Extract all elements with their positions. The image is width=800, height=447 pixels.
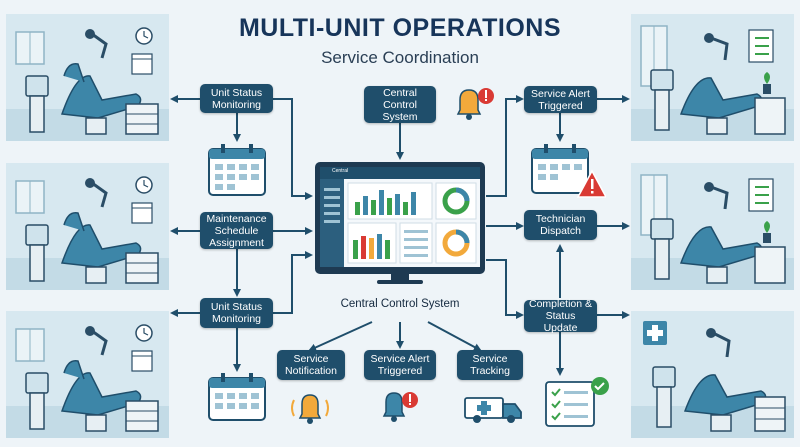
service-tracking-box: Service Tracking [457,350,523,380]
bell-ringing-icon [288,390,332,426]
central-control-caption: Central Control System [340,298,460,310]
service-alert-triggered-bottom-box: Service Alert Triggered [364,350,436,380]
page-subtitle: Service Coordination [321,48,479,67]
completion-status-update-box: Completion & Status Update [524,298,597,334]
bell-alert-icon [380,388,420,424]
calendar-icon [207,143,267,197]
calendar-icon [207,372,267,422]
service-alert-triggered-box: Service Alert Triggered [524,86,597,113]
technician-dispatch-box: Technician Dispatch [524,210,597,240]
calendar-warning-icon [530,143,608,199]
bell-alert-icon [452,86,498,122]
monitor-app-label: Central [332,168,349,174]
service-notification-box: Service Notification [277,350,345,380]
central-monitor [313,160,487,285]
page-title: MULTI-UNIT OPERATIONS [238,14,562,42]
checklist-icon [540,376,612,428]
service-van-icon [463,394,523,424]
central-control-box: Central Control System [364,86,436,123]
unit-status-monitoring-bottom-box: Unit Status Monitoring [200,298,273,328]
maintenance-schedule-box: Maintenance Schedule Assignment [200,212,273,249]
unit-status-monitoring-top-box: Unit Status Monitoring [200,84,273,113]
